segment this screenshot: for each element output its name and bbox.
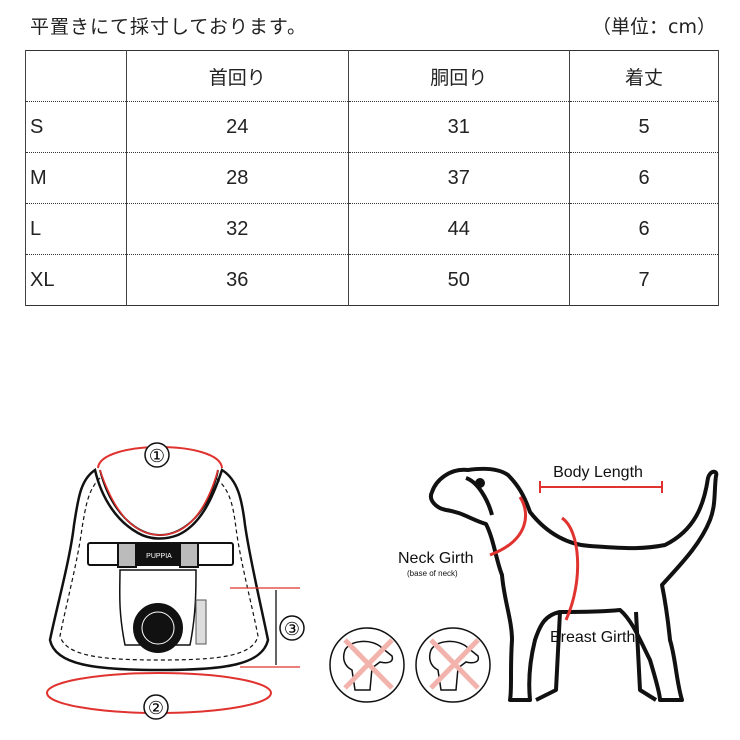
marker-2-circle: [143, 694, 169, 720]
neck-cell: 32: [126, 203, 349, 255]
wrong-measure-icon-1: [329, 627, 405, 703]
table-row: S 24 31 5: [25, 101, 719, 153]
size-cell: XL: [25, 254, 127, 306]
length-cell: 5: [569, 101, 719, 153]
neck-cell: 36: [126, 254, 349, 306]
header-cell-chest: 胴回り: [347, 50, 570, 102]
marker-1: ①: [149, 446, 165, 467]
chest-cell: 31: [347, 101, 570, 153]
chest-cell: 44: [347, 203, 570, 255]
table-row: L 32 44 6: [25, 203, 719, 255]
body-length-label: Body Length: [553, 464, 643, 481]
breast-girth-label: Breast Girth: [550, 629, 635, 646]
header-cell-neck: 首回り: [126, 50, 349, 102]
neck-girth-sublabel: (base of neck): [407, 569, 458, 578]
dog-breast-girth-line: [561, 516, 580, 621]
size-cell: M: [25, 152, 127, 204]
size-cell: L: [25, 203, 127, 255]
length-cell: 7: [569, 254, 719, 306]
header-cell-blank: [25, 50, 127, 102]
marker-3-circle: [279, 615, 305, 641]
table-header-row: 首回り 胴回り 着丈: [25, 50, 719, 102]
harness-illustration: [48, 467, 270, 672]
header-cell-length: 着丈: [569, 50, 719, 102]
length-cell: 6: [569, 152, 719, 204]
neck-girth-label: Neck Girth: [398, 550, 474, 567]
marker-2: ②: [148, 698, 164, 719]
chest-cell: 50: [347, 254, 570, 306]
neck-cell: 24: [126, 101, 349, 153]
table-row: M 28 37 6: [25, 152, 719, 204]
chest-cell: 37: [347, 152, 570, 204]
size-cell: S: [25, 101, 127, 153]
unit-label: （単位：cm）: [592, 16, 716, 38]
table-row: XL 36 50 7: [25, 254, 719, 306]
header: 平置きにて採寸しております。 （単位：cm）: [30, 8, 716, 38]
harness-brand-label: PUPPIA: [146, 553, 172, 560]
marker-1-circle: [144, 442, 170, 468]
dog-illustration: [429, 466, 719, 702]
neck-cell: 28: [126, 152, 349, 204]
length-cell: 6: [569, 203, 719, 255]
measurement-diagram: PUPPIA ① ② ③ Body Length Neck Girth (ba: [46, 442, 719, 720]
size-table: 首回り 胴回り 着丈 S 24 31 5 M 28 37 6 L 32 44 6…: [25, 50, 719, 306]
marker-3: ③: [284, 619, 300, 640]
wrong-measure-icon-2: [415, 627, 491, 703]
measurement-note: 平置きにて採寸しております。: [30, 16, 307, 38]
dog-neck-girth-line: [489, 496, 527, 557]
